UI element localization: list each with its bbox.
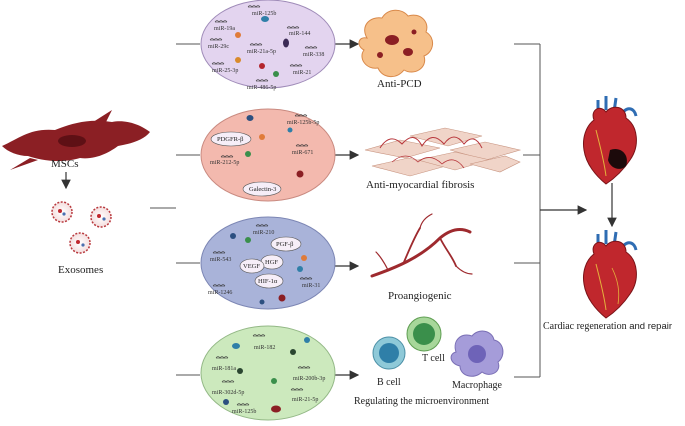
exosome-vesicle <box>69 232 91 254</box>
protein-pill <box>210 131 252 147</box>
exosome-vesicle <box>51 201 73 223</box>
rna-glyphs <box>220 114 309 158</box>
b-cell-illustration <box>372 336 406 370</box>
mirna-label: miR-1246 <box>208 290 232 296</box>
molecule-dots <box>223 337 310 413</box>
mirna-label: miR-125b <box>252 11 276 17</box>
anti-pcd-label: Anti-PCD <box>377 78 422 90</box>
mirna-label: miR-21 <box>293 70 311 76</box>
macrophage-label: Macrophage <box>452 380 502 391</box>
molecule-dots <box>235 16 289 77</box>
mirna-label: miR-182 <box>254 345 275 351</box>
protein-pill <box>239 258 265 274</box>
molecule-dots <box>245 115 304 178</box>
rna-glyphs <box>215 334 311 406</box>
b-cell-label: B cell <box>377 377 401 388</box>
heart-after-illustration <box>583 230 638 319</box>
and-repair-text: and repair <box>626 321 672 332</box>
protein-label: HGF <box>265 259 278 266</box>
mirna-label: miR-302d-5p <box>212 390 244 396</box>
apoptotic-cell-illustration <box>358 9 433 77</box>
mirna-label: miR-338 <box>303 52 324 58</box>
mirna-label: miR-144 <box>289 31 310 37</box>
mscs-label: MSCs <box>51 158 79 170</box>
mirna-label: miR-31 <box>302 283 320 289</box>
mirna-label: miR-181a <box>212 366 236 372</box>
microenvironment-label: Regulating the microenvironment <box>354 396 489 407</box>
protein-label: HIF-1α <box>258 278 278 285</box>
rna-glyphs <box>209 5 318 82</box>
msc-cell-illustration <box>2 110 150 170</box>
exosomes-illustration <box>51 201 112 254</box>
exosomes-label: Exosomes <box>58 264 104 276</box>
protein-pill <box>270 236 302 252</box>
exosome-vesicle <box>90 206 112 228</box>
cargo-circle-1: miR-125b miR-19a miR-144 miR-29c miR-21a… <box>200 0 336 91</box>
anti-fibrosis-label: Anti-myocardial fibrosis <box>366 179 475 191</box>
mirna-label: miR-200b-3p <box>293 376 325 382</box>
protein-pill <box>254 273 284 289</box>
mirna-label: miR-543 <box>210 257 231 263</box>
mirna-label: miR-21a-5p <box>247 49 276 55</box>
mirna-label: miR-29c <box>208 44 229 50</box>
cargo-circle-4: miR-182 miR-181a miR-200b-3p miR-302d-5p… <box>200 325 336 421</box>
heart-before-illustration <box>583 96 638 185</box>
blood-vessel-illustration <box>370 213 473 278</box>
mirna-label: miR-125b-5p <box>287 120 319 126</box>
cardiac-regeneration-label: Cardiac regeneration and repair <box>543 321 672 332</box>
mirna-label: miR-671 <box>292 150 313 156</box>
protein-label: PDGFR-β <box>217 136 244 143</box>
protein-label: Galectin-3 <box>249 186 276 193</box>
rna-glyphs <box>212 224 313 287</box>
mirna-label: miR-25-3p <box>212 68 238 74</box>
arrows <box>61 39 617 380</box>
molecule-dots <box>230 233 307 305</box>
mirna-label: miR-212-5p <box>210 160 239 166</box>
mirna-label: miR-21-5p <box>292 397 318 403</box>
protein-pill <box>242 181 282 197</box>
cargo-circle-3: PGF-β HGF VEGF HIF-1α miR-210 miR-543 mi… <box>200 216 336 310</box>
t-cell-illustration <box>406 316 442 352</box>
protein-label: PGF-β <box>276 241 294 248</box>
cardiac-regeneration-text: Cardiac regeneration <box>543 321 627 332</box>
cargo-circle-2: PDGFR-β Galectin-3 miR-125b-5p miR-212-5… <box>200 108 336 202</box>
fibrosis-tissue-illustration <box>364 127 522 177</box>
t-cell-label: T cell <box>422 353 445 364</box>
connector-lines <box>150 43 541 378</box>
mirna-label: miR-19a <box>214 26 235 32</box>
mirna-label: miR-486-5p <box>247 85 276 91</box>
macrophage-illustration <box>450 330 504 377</box>
proangiogenic-label: Proangiogenic <box>388 290 452 302</box>
protein-label: VEGF <box>243 263 260 270</box>
mirna-label: miR-125b <box>232 409 256 415</box>
mirna-label: miR-210 <box>253 230 274 236</box>
